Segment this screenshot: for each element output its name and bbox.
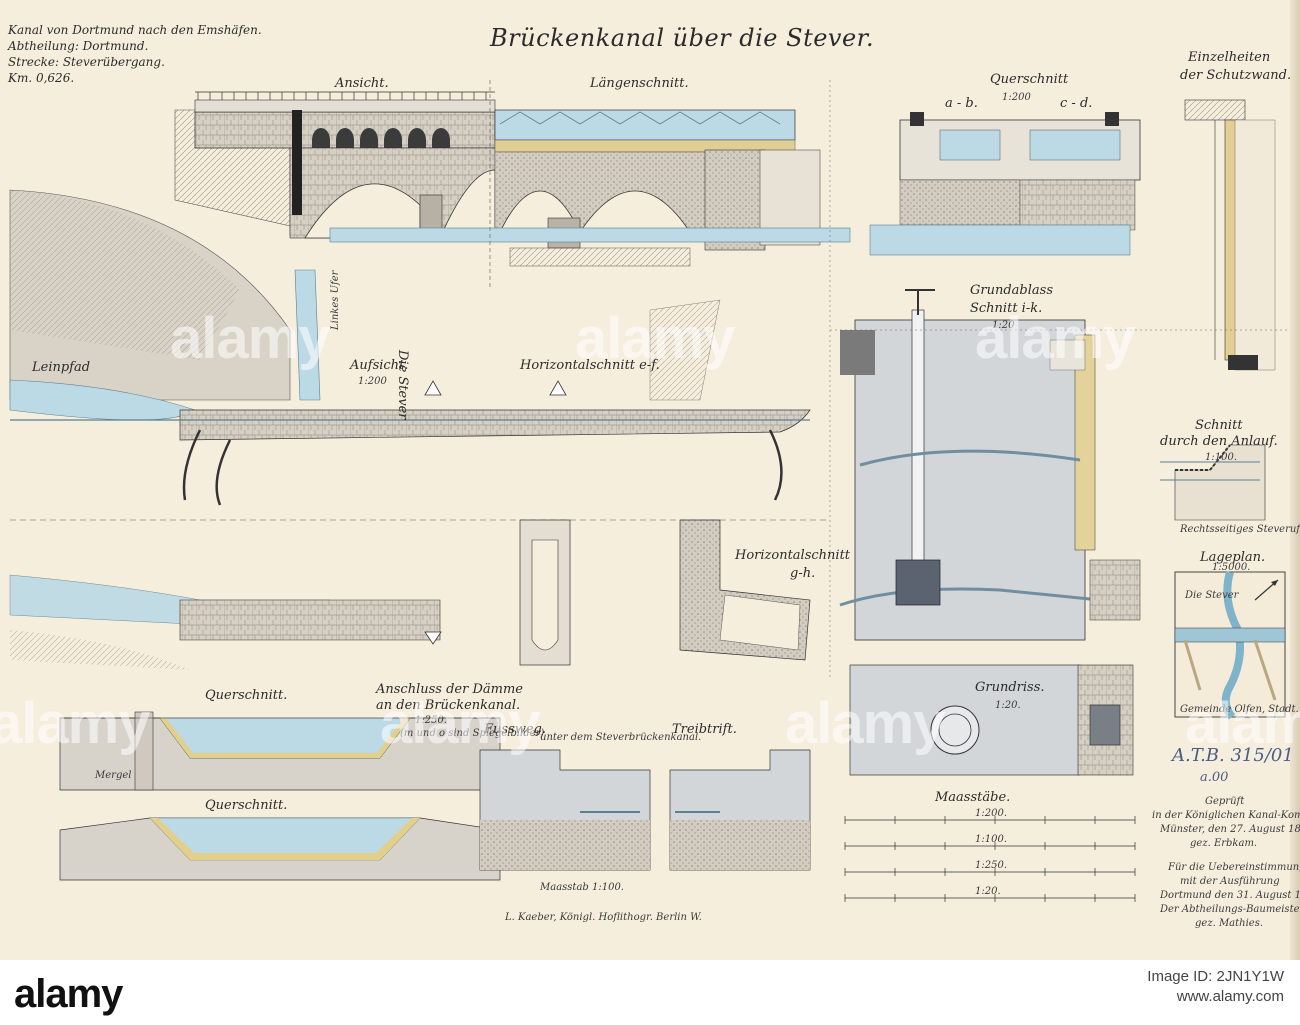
label-querschnitt-lm: Querschnitt. bbox=[205, 688, 288, 703]
label-horizontalschnitt-ef: Horizontalschnitt e-f. bbox=[520, 358, 660, 373]
label-gepruft-2: in der Königlichen Kanal-Kommission bbox=[1152, 810, 1300, 821]
watermark: alamy bbox=[1185, 691, 1300, 756]
site-url: www.alamy.com bbox=[1176, 988, 1284, 1005]
label-horizontalschnitt-gh-1: Horizontalschnitt bbox=[735, 548, 851, 563]
section-lines bbox=[829, 80, 1290, 680]
watermark: alamy bbox=[380, 691, 540, 756]
label-anschluss-1: Anschluss der Dämme bbox=[376, 682, 523, 697]
embankment-section-lm bbox=[59, 711, 501, 791]
drawing-title: Brückenkanal über die Stever. bbox=[490, 24, 875, 52]
label-horizontalschnitt-gh-2: g-h. bbox=[790, 566, 816, 581]
label-qs-ab: a - b. bbox=[945, 96, 978, 111]
bridge-elevation bbox=[174, 80, 851, 290]
scale-bars bbox=[844, 816, 1136, 902]
label-unter-dem: unter dem Steverbrückenkanal. bbox=[540, 732, 702, 743]
watermark: alamy bbox=[170, 306, 330, 371]
cross-section-ab-cd bbox=[869, 112, 1141, 256]
label-scale-1: 1:200. bbox=[975, 808, 1007, 819]
label-treibtrift: Treibtrift. bbox=[672, 722, 737, 737]
label-einzelheiten-2: der Schutzwand. bbox=[1180, 68, 1292, 83]
label-schnitt-anlauf-2: durch den Anlauf. bbox=[1160, 434, 1278, 449]
label-querschnitt-scale: 1:200 bbox=[1002, 92, 1031, 103]
label-grundablass-2: Schnitt i-k. bbox=[970, 301, 1043, 316]
label-aufsicht: Aufsicht. bbox=[350, 358, 409, 373]
label-massstaebe: Maasstäbe. bbox=[935, 790, 1011, 805]
label-anschluss-note: (m und o sind Spiegelbilder) bbox=[400, 728, 545, 739]
label-schnitt-anlauf-scale: 1:100. bbox=[1205, 452, 1237, 463]
label-leinpfad: Leinpfad bbox=[32, 360, 91, 375]
ground-plan bbox=[849, 664, 1134, 776]
bottom-outlet-section bbox=[839, 289, 1141, 641]
label-laengenschnitt: Längenschnitt. bbox=[590, 76, 689, 91]
label-die-stever: Die Stever bbox=[395, 350, 410, 420]
label-lageplan: Lageplan. bbox=[1200, 550, 1266, 565]
watermark: alamy bbox=[575, 306, 735, 371]
label-querschnitt-no: Querschnitt. bbox=[205, 798, 288, 813]
watermark: alamy bbox=[0, 691, 150, 756]
label-fussweg: Fussweg. bbox=[484, 722, 547, 737]
label-grundriss: Grundriss. bbox=[975, 680, 1045, 695]
label-gepruft-3: Münster, den 27. August 1897. bbox=[1160, 824, 1300, 835]
watermark: alamy bbox=[975, 306, 1135, 371]
header-line-1: Kanal von Dortmund nach den Emshäfen. bbox=[8, 23, 262, 37]
label-ubereinst-1: Für die Uebereinstimmung bbox=[1168, 862, 1300, 873]
footpath-towpath-sections bbox=[479, 749, 811, 871]
label-anschluss-2: an den Brückenkanal. bbox=[376, 698, 521, 713]
archive-stamp-code: A.T.B. 315/01 bbox=[1172, 745, 1294, 766]
label-grundablass-1: Grundablass bbox=[970, 283, 1053, 298]
embankment-section-no bbox=[59, 817, 501, 881]
label-ubereinst-4: Der Abtheilungs-Baumeister bbox=[1160, 904, 1300, 915]
label-mergel: Mergel bbox=[95, 770, 132, 781]
label-gepruft-4: gez. Erbkam. bbox=[1190, 838, 1258, 849]
label-ubereinst-2: mit der Ausführung bbox=[1180, 876, 1280, 887]
label-ubereinst-3: Dortmund den 31. August 1897. bbox=[1160, 890, 1300, 901]
header-line-3: Strecke: Steverübergang. bbox=[8, 55, 165, 69]
label-lageplan-stever: Die Stever bbox=[1185, 590, 1239, 601]
header-line-4: Km. 0,626. bbox=[8, 71, 75, 85]
watermark: alamy bbox=[785, 691, 945, 756]
label-qs-cd: c - d. bbox=[1060, 96, 1093, 111]
image-id: Image ID: 2JN1Y1W bbox=[1147, 968, 1284, 985]
header-line-2: Abtheilung: Dortmund. bbox=[8, 39, 149, 53]
label-anschluss-scale: 1:250. bbox=[415, 715, 447, 726]
label-einzelheiten-1: Einzelheiten bbox=[1188, 50, 1271, 65]
label-linkes-ufer: Linkes Ufer bbox=[330, 270, 341, 330]
label-printer: L. Kaeber, Königl. Hoflithogr. Berlin W. bbox=[505, 912, 702, 923]
label-ubereinst-5: gez. Mathies. bbox=[1195, 918, 1264, 929]
label-grundriss-scale: 1:20. bbox=[995, 700, 1021, 711]
slope-section bbox=[1160, 444, 1266, 521]
label-scale-2: 1:100. bbox=[975, 834, 1007, 845]
label-schnitt-anlauf-1: Schnitt bbox=[1195, 418, 1243, 433]
technical-drawing bbox=[9, 80, 1290, 902]
label-lageplan-scale: 1:5000. bbox=[1212, 562, 1251, 573]
footer-bar bbox=[0, 960, 1300, 1025]
site-plan bbox=[1174, 570, 1286, 720]
label-grundablass-scale: 1:20 bbox=[992, 320, 1015, 331]
archive-stamp-sub: a.00 bbox=[1200, 770, 1229, 785]
plan-view bbox=[9, 189, 830, 670]
label-scale-4: 1:20. bbox=[975, 886, 1001, 897]
label-ansicht: Ansicht. bbox=[335, 76, 389, 91]
label-querschnitt-top: Querschnitt bbox=[990, 72, 1069, 87]
label-massstab: Maasstab 1:100. bbox=[540, 882, 624, 893]
label-scale-3: 1:250. bbox=[975, 860, 1007, 871]
label-aufsicht-scale: 1:200 bbox=[358, 376, 387, 387]
label-rechtsseitiges: Rechtsseitiges Steverufer. bbox=[1180, 524, 1300, 535]
brand-logo: alamy bbox=[14, 972, 123, 1016]
label-gepruft-1: Geprüft bbox=[1205, 796, 1245, 807]
horizontal-section-gh bbox=[519, 519, 811, 666]
protective-wall-detail bbox=[1184, 99, 1276, 371]
label-gemeinde: Gemeinde Olfen, Stadt. bbox=[1180, 704, 1299, 715]
